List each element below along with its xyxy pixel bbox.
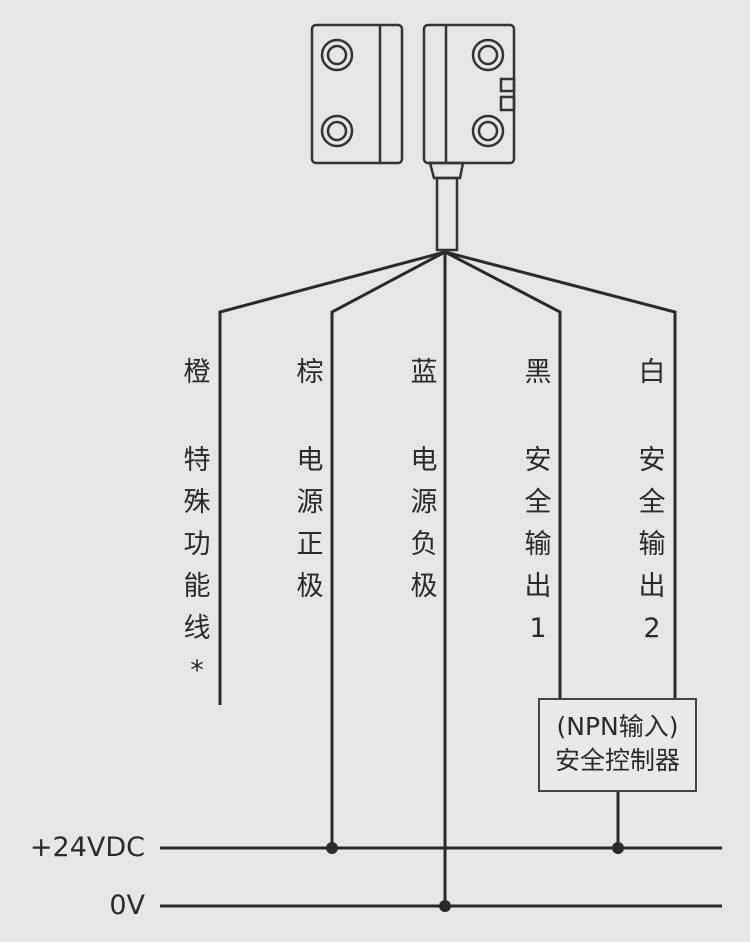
screw-icon [471, 114, 505, 148]
wire-color-black: 黑 [524, 357, 552, 388]
wire-desc-char: 特 [183, 445, 211, 476]
wire-orange [218, 250, 446, 705]
wire-desc-char: 极 [410, 571, 438, 602]
sensor [310, 23, 516, 252]
screw-icon [320, 38, 354, 72]
wire-brown [330, 250, 446, 848]
wire-desc-char: 电 [296, 445, 324, 476]
wire-desc-char: 源 [296, 487, 324, 518]
wire-desc-white: 安全输出 2 [632, 440, 672, 650]
junction-dot [439, 900, 451, 912]
rail-label-24vdc: +24VDC [29, 832, 145, 863]
junction-dot [326, 842, 338, 854]
wire-desc-char: 安 [638, 445, 666, 476]
wire-desc-black: 安全输出 1 [518, 440, 558, 650]
wire-desc-char: 功 [183, 529, 211, 560]
wire-desc-char: 线 [183, 613, 211, 644]
wire-desc-char: 输 [638, 529, 666, 560]
cable-connector [428, 161, 465, 180]
controller-line2: 安全控制器 [554, 746, 680, 775]
wire-desc-char: 源 [410, 487, 438, 518]
controller-line1: (NPN输入) [556, 712, 679, 741]
wire-desc-char: 1 [529, 613, 547, 644]
wire-desc-char: 全 [524, 487, 552, 518]
wire-desc-char: 出 [524, 571, 552, 602]
wire-desc-char: 电 [410, 445, 438, 476]
cable [435, 176, 459, 252]
wire-desc-char: * [190, 655, 204, 686]
wire-desc-blue: 电源负极 [404, 440, 444, 608]
wire-desc-char: 出 [638, 571, 666, 602]
wire-white [444, 250, 677, 698]
rail-label-0v: 0V [109, 890, 145, 921]
wire-desc-char: 安 [524, 445, 552, 476]
sensor-body [422, 23, 516, 165]
wire-desc-char: 输 [524, 529, 552, 560]
wire-desc-char: 全 [638, 487, 666, 518]
wire-color-brown: 棕 [296, 357, 324, 388]
wire-color-orange: 橙 [183, 357, 211, 388]
screw-icon [471, 38, 505, 72]
wire-desc-orange: 特殊功能线 * [177, 440, 217, 692]
wires [160, 250, 722, 908]
screw-icon [320, 114, 354, 148]
wire-desc-char: 极 [296, 571, 324, 602]
wire-color-blue: 蓝 [410, 357, 438, 388]
wire-desc-char: 殊 [183, 487, 211, 518]
safety-controller: (NPN输入) 安全控制器 [538, 698, 697, 792]
wire-black [444, 250, 562, 698]
wire-desc-char: 2 [643, 613, 661, 644]
wire-color-white: 白 [638, 357, 666, 388]
wire-desc-char: 负 [410, 529, 438, 560]
magnet-actuator [310, 23, 404, 165]
wire-desc-brown: 电源正极 [290, 440, 330, 608]
junctions [326, 842, 624, 912]
wire-desc-char: 能 [183, 571, 211, 602]
junction-dot [612, 842, 624, 854]
wire-desc-char: 正 [296, 529, 324, 560]
